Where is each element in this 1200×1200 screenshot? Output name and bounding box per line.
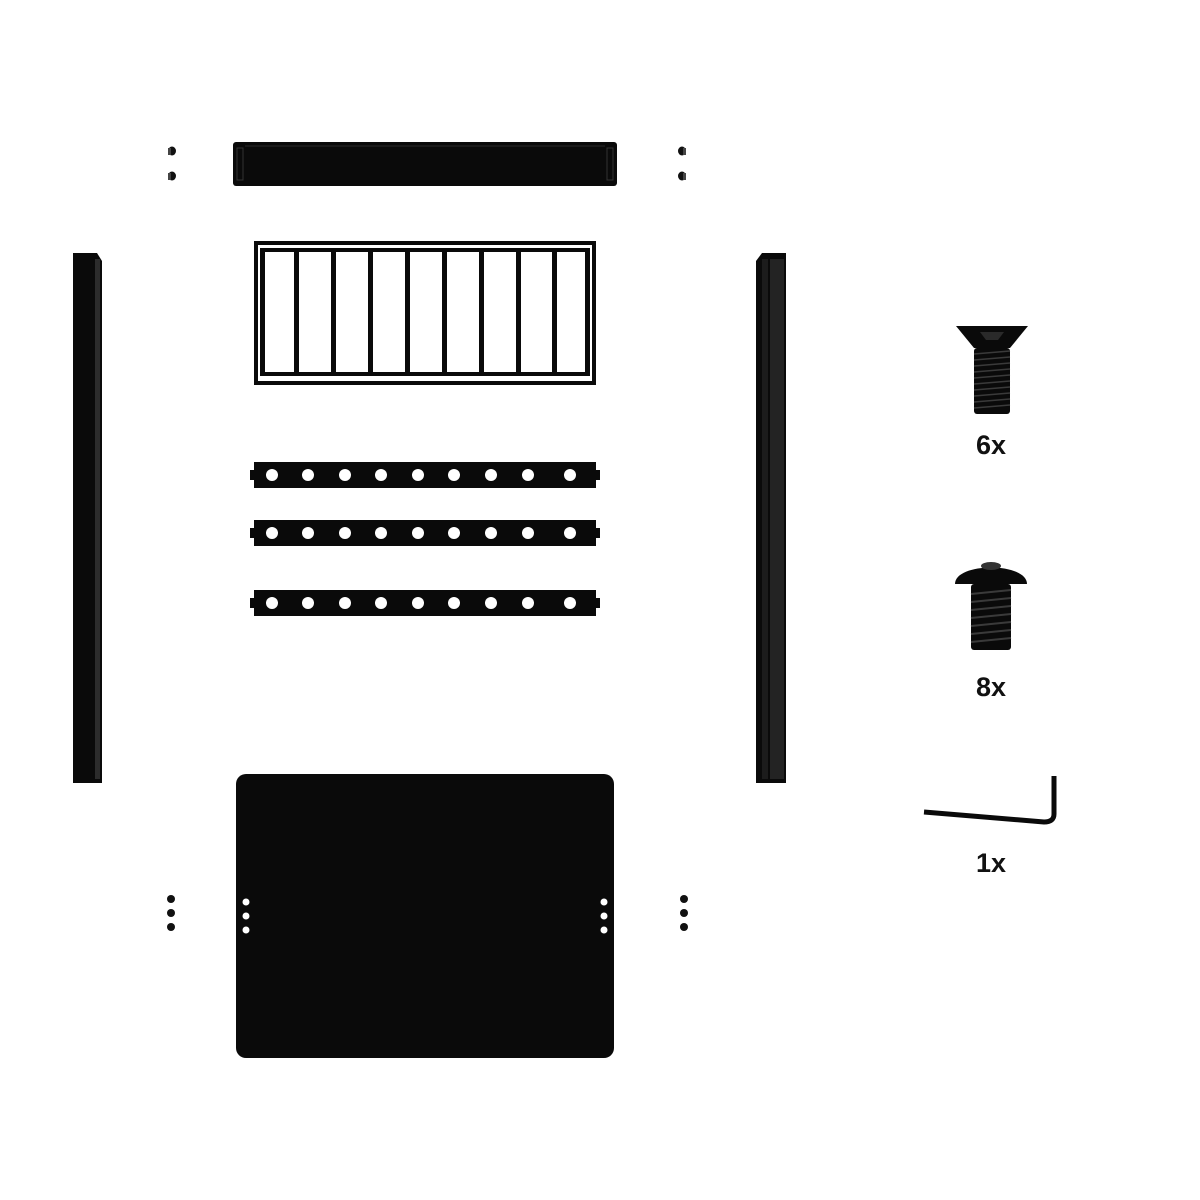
countersunk-screw-icon: [956, 326, 1028, 414]
base-plate: [236, 774, 614, 1058]
countersunk-screw-quantity: 6x: [975, 430, 1007, 460]
right-post: [756, 253, 786, 783]
button-head-bolt-quantity: 8x: [975, 672, 1007, 702]
top-rail: [233, 142, 617, 186]
hex-key-quantity: 1x: [975, 848, 1007, 878]
perforated-bar: [250, 462, 600, 488]
perforated-bar: [250, 590, 600, 616]
small-screws-bottom-right: [680, 895, 688, 931]
small-screws-top-left: [168, 146, 176, 181]
left-post: [73, 253, 102, 783]
hex-key-icon: [923, 776, 1057, 825]
small-screws-bottom-left: [167, 895, 175, 931]
slatted-frame: [254, 241, 596, 385]
small-screws-top-right: [678, 146, 686, 181]
perforated-bar: [250, 520, 600, 546]
button-head-bolt-icon: [955, 562, 1027, 650]
